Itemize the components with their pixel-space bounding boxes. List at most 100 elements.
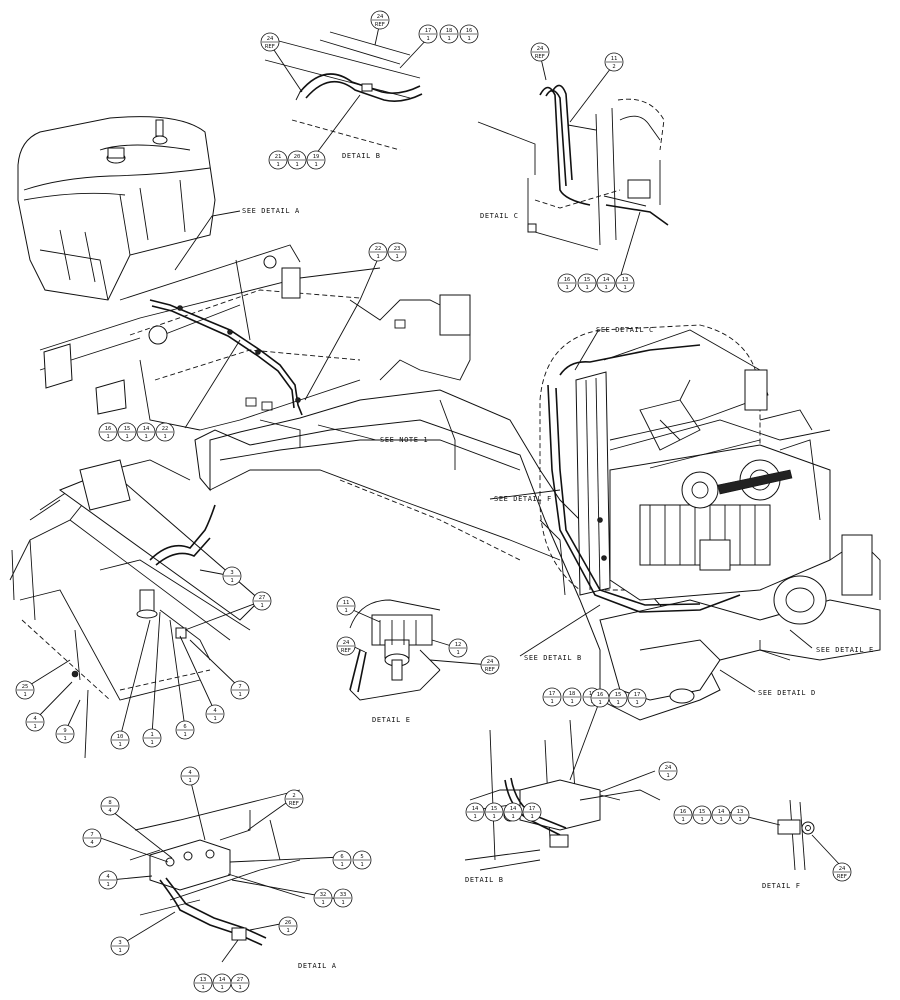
balloon-item-number: 10 [117,734,124,740]
balloon-quantity: 1 [719,817,722,823]
part-balloon: 141 [711,805,731,825]
balloon-quantity: 1 [220,985,223,991]
label-detail-c: DETAIL C [480,212,519,220]
balloon-quantity: 1 [447,36,450,42]
part-balloon: 241 [658,761,678,781]
balloon-quantity: 1 [295,162,298,168]
part-balloon: 171 [522,802,542,822]
label-detail-f: DETAIL F [762,882,801,890]
balloon-quantity: 1 [565,285,568,291]
part-balloon: 161 [98,422,118,442]
engine-assembly [539,324,873,661]
balloon-item-number: 5 [360,854,363,860]
balloon-item-number: 24 [665,765,672,771]
part-balloon: 141 [596,273,616,293]
balloon-item-number: 4 [106,874,110,880]
balloon-quantity: 1 [341,900,344,906]
balloon-item-number: 16 [466,28,473,34]
part-balloon: 91 [55,724,75,744]
part-balloon: 61 [175,720,195,740]
balloon-item-number: 9 [63,728,66,734]
part-balloon: 41 [180,766,200,786]
balloon-item-number: 4 [213,708,217,714]
balloon-quantity: 1 [286,928,289,934]
balloon-item-number: 15 [584,277,591,283]
part-balloon: 151 [577,273,597,293]
balloon-quantity: 1 [550,699,553,705]
detail-a-drawing [129,789,301,946]
balloon-quantity: 1 [681,817,684,823]
balloon-quantity: 1 [276,162,279,168]
balloon-item-number: 4 [188,770,192,776]
balloon-quantity: REF [375,22,385,28]
balloon-quantity: 4 [108,808,112,814]
label-detail-b-top: DETAIL B [342,152,381,160]
balloon-item-number: 1 [150,732,153,738]
balloon-quantity: 1 [125,434,128,440]
balloon-quantity: 1 [492,814,495,820]
part-balloon: 141 [503,802,523,822]
balloon-item-number: 24 [377,14,384,20]
balloon-item-number: 4 [33,716,37,722]
label-detail-a: DETAIL A [298,962,337,970]
balloon-item-number: 2 [292,793,295,799]
part-balloon: 41 [205,704,225,724]
balloon-item-number: 11 [611,56,618,62]
part-balloon: 141 [212,973,232,993]
part-balloon: 131 [193,973,213,993]
balloon-quantity: 1 [344,608,347,614]
label-see-note-1: SEE NOTE 1 [380,436,428,444]
balloon-quantity: 1 [63,736,66,742]
label-detail-b-lower: DETAIL B [465,876,504,884]
balloon-quantity: 1 [738,817,741,823]
part-balloon: 74 [82,828,102,848]
label-detail-e: DETAIL E [372,716,411,724]
balloon-quantity: 1 [33,724,36,730]
balloon-quantity: 1 [395,254,398,260]
part-balloon: 271 [252,591,272,611]
part-balloon: 331 [333,888,353,908]
detail-f-drawing [777,799,815,871]
label-see-detail-f: SEE DETAIL F [494,495,552,503]
label-see-detail-e: SEE DETAIL E [816,646,874,654]
part-balloon: 61 [332,850,352,870]
part-balloon: 161 [590,688,610,708]
part-balloon: 171 [418,24,438,44]
detail-c-drawing [477,84,669,251]
label-see-detail-c: SEE DETAIL C [596,326,654,334]
balloon-item-number: 6 [183,724,186,730]
balloon-item-number: 22 [375,246,382,252]
part-balloon: 251 [15,680,35,700]
balloon-quantity: 1 [314,162,317,168]
part-balloon: 231 [387,242,407,262]
balloon-quantity: 1 [467,36,470,42]
balloon-quantity: 1 [666,773,669,779]
balloon-item-number: 13 [737,809,744,815]
balloon-item-number: 6 [340,854,343,860]
fuel-lines [149,299,741,613]
balloon-quantity: REF [341,648,351,654]
label-see-detail-a: SEE DETAIL A [242,207,300,215]
balloon-item-number: 14 [219,977,226,983]
part-balloon: 321 [313,888,333,908]
balloon-item-number: 15 [615,692,622,698]
balloon-item-number: 15 [699,809,706,815]
balloon-quantity: 1 [604,285,607,291]
part-balloon: 41 [25,712,45,732]
detail-b-lower-drawing [464,719,661,871]
balloon-item-number: 14 [603,277,610,283]
part-balloon: 151 [484,802,504,822]
balloon-quantity: 1 [144,434,147,440]
balloon-item-number: 24 [487,659,494,665]
part-balloon: 151 [117,422,137,442]
balloon-item-number: 17 [549,691,556,697]
balloon-item-number: 14 [718,809,725,815]
balloon-item-number: 15 [491,806,498,812]
tank-mount-detail [9,459,261,701]
balloon-quantity: 1 [118,742,121,748]
